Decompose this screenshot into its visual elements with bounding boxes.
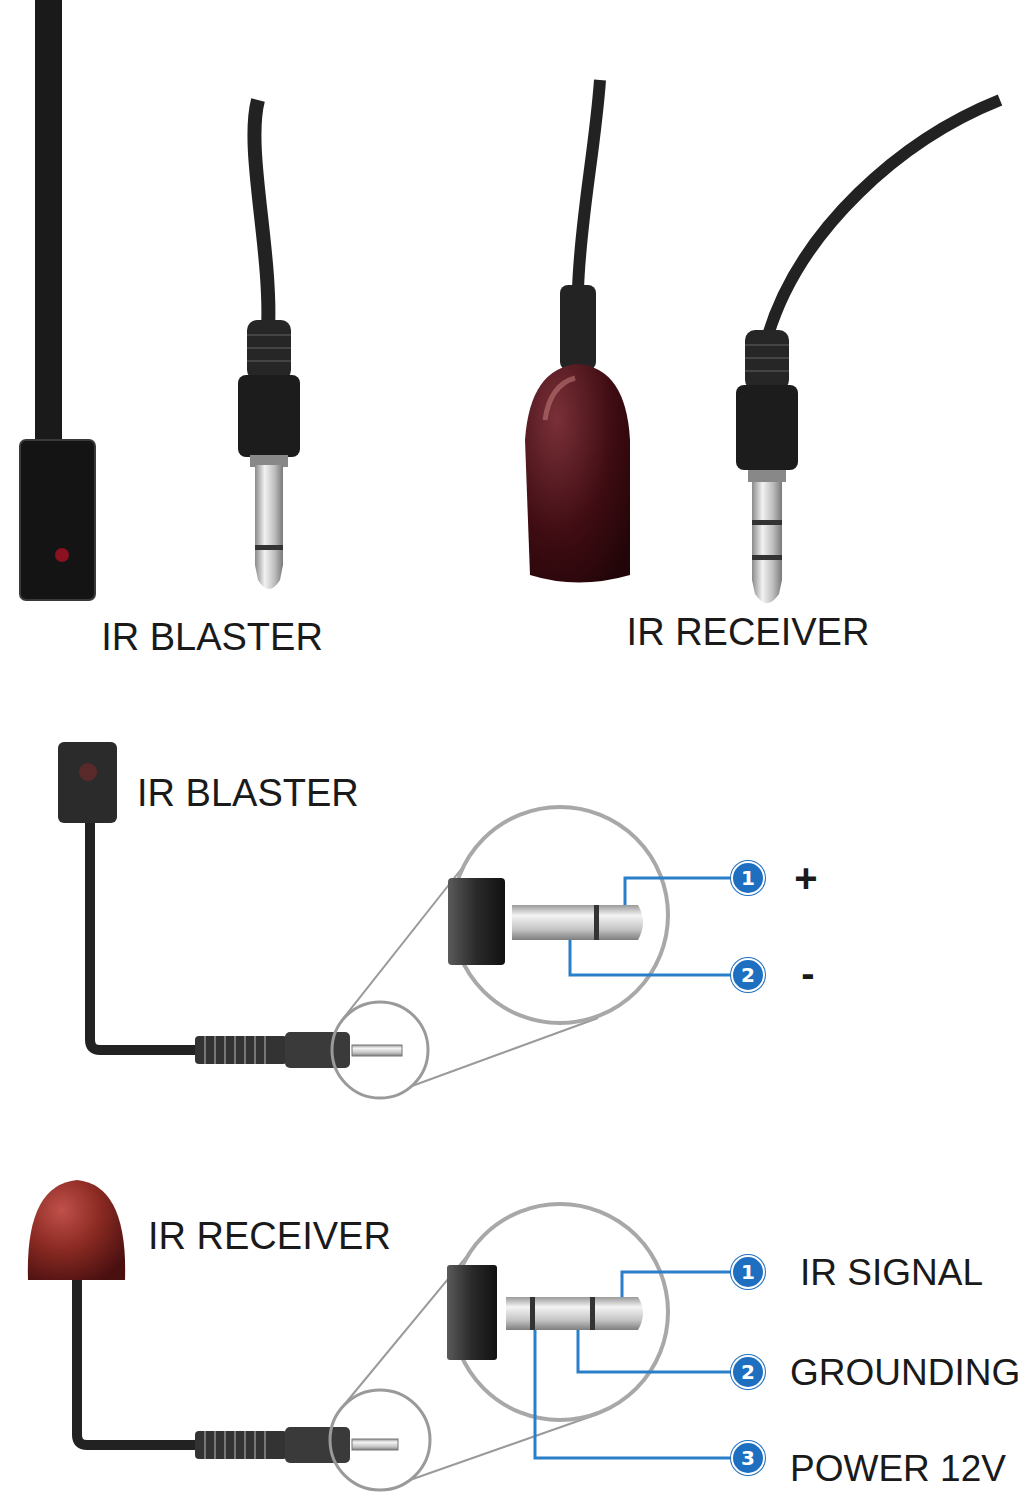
emitter-led xyxy=(55,548,69,562)
callout-number: 3 xyxy=(731,1441,765,1475)
callout-text: 1 xyxy=(741,868,755,888)
pin-name: POWER 12V xyxy=(790,1450,1006,1487)
pin-name: IR SIGNAL xyxy=(800,1254,983,1291)
cable xyxy=(768,100,1000,335)
leader-line xyxy=(578,1330,731,1372)
grip-ridges xyxy=(205,1431,265,1459)
callout-number: 2 xyxy=(731,1355,765,1389)
cable xyxy=(254,100,268,330)
strain-relief xyxy=(195,1431,287,1459)
zoom-circle xyxy=(332,1002,428,1098)
strain-relief xyxy=(195,1036,287,1064)
strain-relief xyxy=(247,320,291,380)
plug-tip xyxy=(752,580,782,603)
grip-ridges xyxy=(247,335,291,361)
insulator-ring xyxy=(530,1297,535,1330)
insulator-ring xyxy=(255,545,283,550)
plug-shaft xyxy=(752,482,782,580)
leader-line xyxy=(535,1330,731,1458)
plug-shaft xyxy=(255,465,283,565)
strain-relief xyxy=(745,330,789,390)
cable xyxy=(578,80,600,290)
grip-ridges xyxy=(205,1036,265,1064)
plug-cap xyxy=(448,878,505,965)
zoom-line xyxy=(410,1414,598,1480)
receiver-icon xyxy=(28,1180,125,1280)
callout-text: 2 xyxy=(741,965,755,985)
polarity-label: - xyxy=(801,953,814,993)
highlight xyxy=(545,378,575,420)
receiver-dome xyxy=(525,364,630,583)
grip-ridges xyxy=(745,345,789,371)
plug-body xyxy=(238,375,300,457)
insulator-ring xyxy=(590,1297,595,1330)
callout-text: 2 xyxy=(741,1362,755,1382)
strain-relief xyxy=(560,285,596,370)
insulator-ring xyxy=(594,905,599,940)
emitter-led xyxy=(79,763,97,781)
insulator-ring xyxy=(752,555,782,560)
plug-collar xyxy=(748,470,786,482)
plug-shaft xyxy=(352,1045,402,1056)
leader-line xyxy=(625,878,731,905)
flat-cable xyxy=(35,0,62,450)
photo-caption: IR RECEIVER xyxy=(627,613,870,651)
cable xyxy=(77,1280,200,1445)
diagram-heading: IR RECEIVER xyxy=(148,1217,391,1255)
diagram-heading: IR BLASTER xyxy=(137,774,359,812)
blaster-head xyxy=(20,440,95,600)
insulator-ring xyxy=(752,520,782,525)
plug-tip xyxy=(255,565,283,589)
plug-body xyxy=(285,1032,350,1068)
plug-shaft xyxy=(352,1439,398,1450)
cable xyxy=(90,823,200,1050)
plug-body xyxy=(285,1427,350,1463)
leader-line xyxy=(570,940,731,975)
plug-tip xyxy=(632,1297,643,1330)
plug-cap xyxy=(447,1265,497,1360)
callout-text: 1 xyxy=(741,1262,755,1282)
polarity-label: + xyxy=(794,858,817,898)
plug-body xyxy=(736,385,798,470)
callout-number: 2 xyxy=(731,958,765,992)
zoom-line xyxy=(412,1018,598,1086)
callout-text: 3 xyxy=(741,1448,755,1468)
pin-name: GROUNDING xyxy=(790,1354,1020,1391)
plug-tip xyxy=(632,905,643,940)
blaster-icon xyxy=(58,742,117,823)
plug-shaft xyxy=(512,905,632,940)
plug-shaft xyxy=(506,1297,632,1330)
photo-caption: IR BLASTER xyxy=(101,618,323,656)
callout-number: 1 xyxy=(731,1255,765,1289)
callout-number: 1 xyxy=(731,861,765,895)
leader-line xyxy=(622,1272,731,1297)
